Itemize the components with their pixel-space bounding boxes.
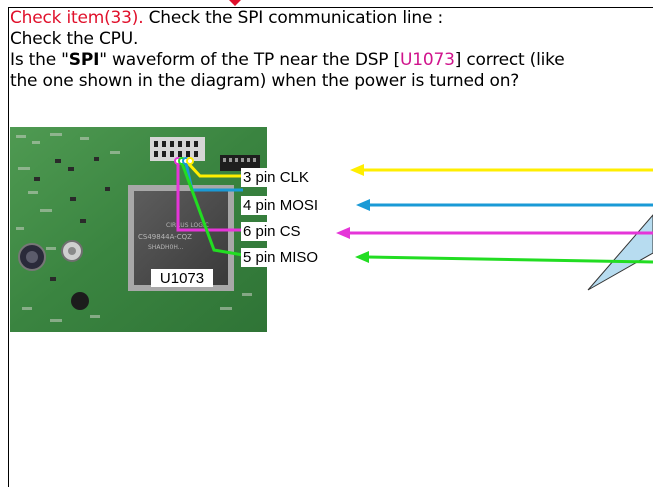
mosi-arrowhead: [356, 199, 370, 211]
cs-arrowhead: [336, 227, 350, 239]
waveform-callout: [588, 215, 653, 290]
pin-label-mosi: 4 pin MOSI: [241, 196, 321, 215]
miso-arrowhead: [355, 251, 369, 263]
tp-clk-marker: [187, 158, 193, 164]
pin-label-miso: 5 pin MISO: [241, 248, 321, 267]
pin-label-clk: 3 pin CLK: [241, 168, 312, 187]
signal-overlay: [0, 0, 653, 472]
pin-label-cs: 6 pin CS: [241, 222, 304, 241]
miso-arrow: [367, 257, 653, 262]
clk-probe-line: [188, 163, 243, 176]
clk-arrowhead: [350, 164, 364, 176]
